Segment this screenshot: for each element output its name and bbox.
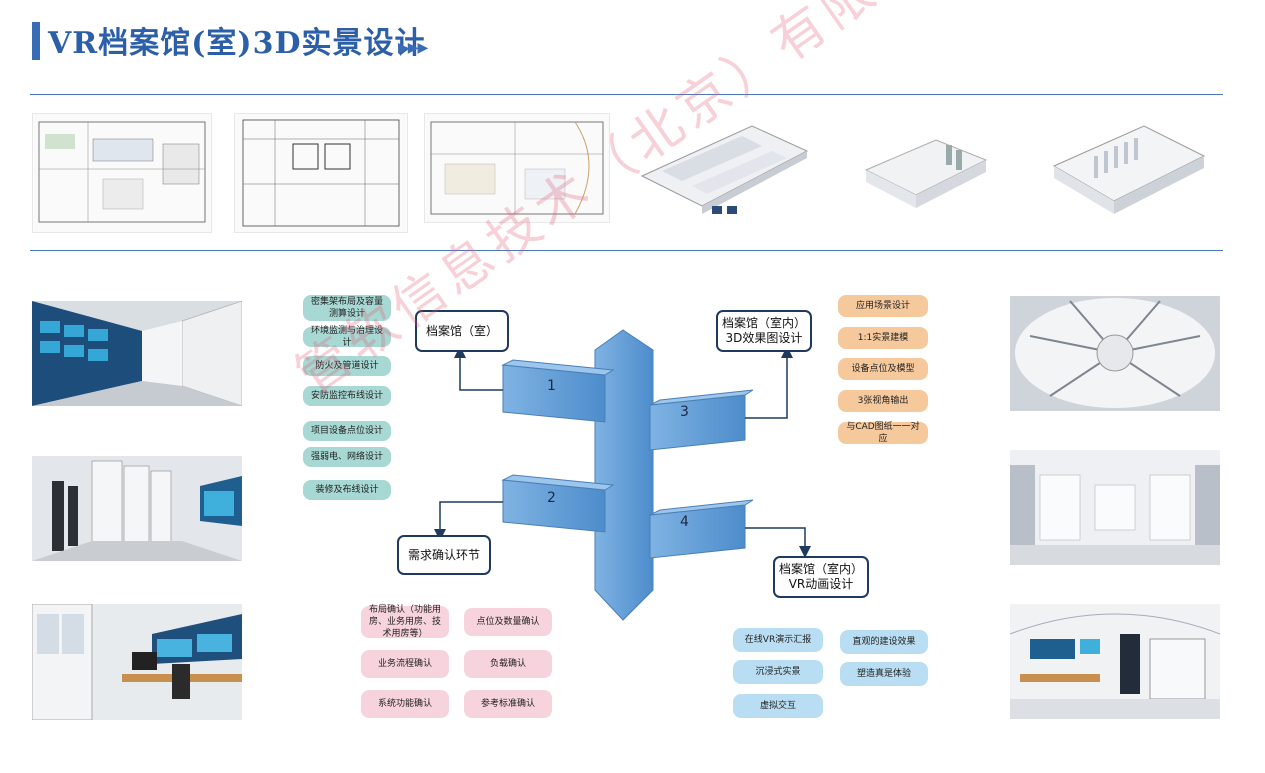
box-3d-effect-line1: 档案馆（室内） (721, 316, 806, 330)
confirmation-item: 业务流程确认 (361, 650, 449, 678)
interior-render-control-room (32, 301, 242, 406)
box-needs-confirmation-label: 需求确认环节 (407, 547, 480, 562)
vr-item: 虚拟交互 (733, 694, 823, 718)
effect-item: 设备点位及模型 (838, 358, 928, 380)
effect-item: 1:1实景建模 (838, 327, 928, 349)
process-flow-diagram (434, 329, 811, 621)
middle-divider (30, 250, 1223, 251)
confirmation-item: 点位及数量确认 (464, 608, 552, 636)
connector-arrow-4 (745, 527, 811, 558)
design-item: 密集架布局及容量测算设计 (303, 295, 391, 321)
3d-floor-model-thumbnail-2 (836, 110, 1006, 224)
confirmation-item: 布局确认（功能用房、业务用房、技术用房等） (361, 605, 449, 639)
design-item: 防火及管道设计 (303, 356, 391, 376)
floor-plan-thumbnail-3 (424, 113, 610, 223)
branch-number-2: 2 (547, 490, 556, 506)
branch-number-3: 3 (680, 404, 689, 420)
connector-arrow-1 (454, 346, 503, 391)
connector-arrow-3 (745, 346, 793, 419)
effect-item: 3张视角输出 (838, 390, 928, 412)
vr-panorama-3 (1010, 604, 1220, 719)
floor-plan-thumbnail-1 (32, 113, 212, 233)
design-item: 环境监测与治理设计 (303, 326, 391, 348)
page-title: VR档案馆(室)3D实景设计 (48, 26, 426, 61)
box-archive-room-label: 档案馆（室） (425, 323, 498, 338)
design-item: 安防监控布线设计 (303, 386, 391, 406)
design-item: 项目设备点位设计 (303, 421, 391, 441)
confirmation-item: 负载确认 (464, 650, 552, 678)
branch-3 (649, 389, 754, 451)
top-divider (30, 94, 1223, 95)
confirmation-item: 系统功能确认 (361, 690, 449, 718)
branch-4 (649, 499, 754, 559)
box-vr-line1: 档案馆（室内） (778, 562, 863, 576)
design-item: 装修及布线设计 (303, 480, 391, 500)
box-archive-room: 档案馆（室） (415, 310, 509, 352)
vr-item: 在线VR演示汇报 (733, 628, 823, 652)
title-accent-bar (32, 22, 40, 60)
floor-plan-thumbnail-2 (234, 113, 408, 233)
connector-arrow-2 (434, 501, 503, 541)
title-arrows-icon: ▶▶▶ (398, 40, 428, 56)
interior-render-archive-shelves (32, 456, 242, 561)
vr-panorama-1 (1010, 296, 1220, 411)
interior-render-workstation (32, 604, 242, 720)
vr-item: 沉浸式实景 (733, 660, 823, 684)
effect-item: 与CAD图纸一一对应 (838, 422, 928, 444)
vr-item: 直观的建设效果 (840, 630, 928, 654)
box-3d-effect-design: 档案馆（室内） 3D效果图设计 (716, 310, 812, 352)
branch-number-1: 1 (547, 378, 556, 394)
box-vr-animation-design: 档案馆（室内） VR动画设计 (773, 556, 869, 598)
3d-floor-model-thumbnail-1 (632, 106, 814, 228)
effect-item: 应用场景设计 (838, 295, 928, 317)
confirmation-item: 参考标准确认 (464, 690, 552, 718)
vr-item: 塑造真是体验 (840, 662, 928, 686)
branch-number-4: 4 (680, 514, 689, 530)
branch-1 (501, 359, 615, 423)
box-vr-line2: VR动画设计 (788, 577, 854, 591)
branch-2 (501, 474, 615, 533)
design-item: 强弱电、网络设计 (303, 447, 391, 467)
vr-panorama-2 (1010, 450, 1220, 565)
box-needs-confirmation: 需求确认环节 (397, 535, 491, 575)
box-3d-effect-line2: 3D效果图设计 (725, 331, 803, 345)
3d-floor-model-thumbnail-3 (1034, 106, 1224, 230)
central-shaft (594, 329, 654, 621)
